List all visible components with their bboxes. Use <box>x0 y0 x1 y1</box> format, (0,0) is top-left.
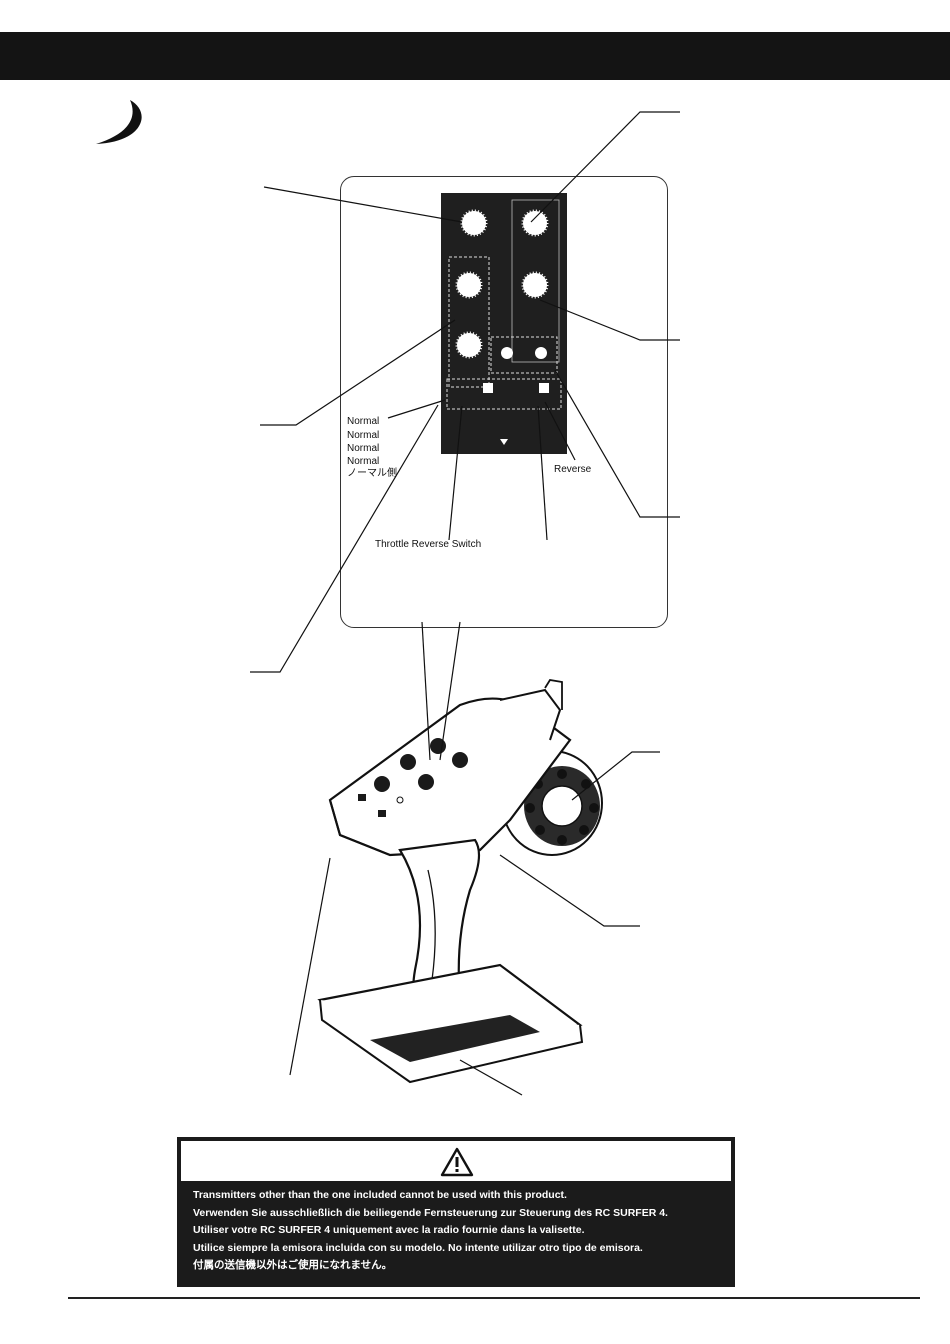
warning-line-en: Transmitters other than the one included… <box>193 1189 567 1201</box>
steering-reverse-switch[interactable] <box>539 383 549 393</box>
normal-label-2: Normal <box>347 430 380 441</box>
warning-line-es: Utilice siempre la emisora incluida con … <box>193 1241 643 1254</box>
throttle-dr-knob[interactable] <box>455 271 483 299</box>
steering-dualrate-knob[interactable] <box>521 271 549 299</box>
warning-text: Transmitters other than the one included… <box>193 1187 723 1275</box>
low-battery-led <box>535 347 547 359</box>
warning-triangle-icon <box>440 1147 474 1177</box>
normal-label-jp: ノーマル側 <box>347 468 397 479</box>
power-led <box>501 347 513 359</box>
steering-trim-knob[interactable] <box>521 209 549 237</box>
warning-line-fr: Utiliser votre RC SURFER 4 uniquement av… <box>193 1224 585 1236</box>
throttle-reverse-knob[interactable] <box>455 331 483 359</box>
throttle-reverse-switch[interactable] <box>483 383 493 393</box>
throttle-trim-knob[interactable] <box>460 209 488 237</box>
normal-label-1: Normal <box>347 416 380 427</box>
normal-label-3: Normal <box>347 443 380 454</box>
warning-header <box>181 1141 731 1181</box>
warning-line-de: Verwenden Sie ausschließlich die beilieg… <box>193 1206 668 1219</box>
reverse-label: Reverse <box>554 464 592 475</box>
footer-rule <box>68 1297 920 1299</box>
throttle-reverse-switch-label: Throttle Reverse Switch <box>375 539 482 550</box>
warning-box: Transmitters other than the one included… <box>177 1137 735 1287</box>
transmitter-illustration <box>317 679 603 1084</box>
normal-label-4: Normal <box>347 456 380 467</box>
warning-line-jp: 付属の送信機以外はご使用になれません。 <box>193 1259 393 1271</box>
crescent-moon-icon <box>96 100 142 144</box>
header-bar <box>0 32 950 80</box>
